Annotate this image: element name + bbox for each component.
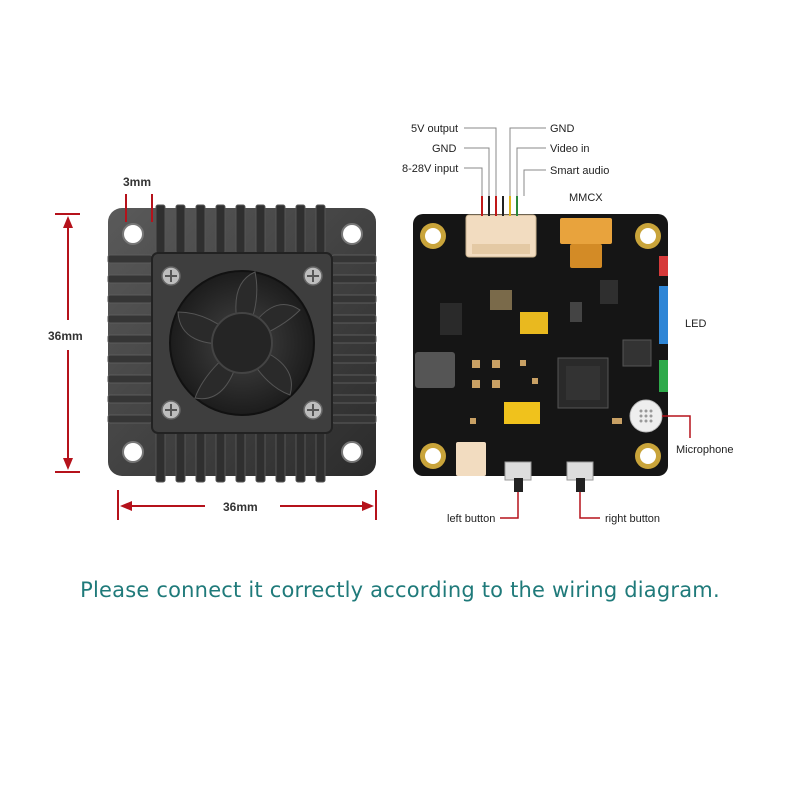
- inductor: [415, 352, 455, 388]
- dimension-width: 36mm: [223, 500, 258, 514]
- led-strip: [659, 256, 668, 392]
- connector-wires: [481, 196, 518, 216]
- label-mmcx: MMCX: [569, 192, 603, 204]
- mmcx-connector: [560, 218, 612, 268]
- label-smart-audio: Smart audio: [550, 165, 609, 177]
- label-left-button: left button: [447, 513, 495, 525]
- heatsink-mount-holes: [122, 223, 363, 463]
- bottom-connector: [456, 442, 486, 476]
- label-gnd-left: GND: [432, 143, 457, 155]
- right-button-icon: [566, 461, 594, 492]
- microphone-icon: [629, 399, 663, 433]
- pcb-body: [413, 214, 668, 476]
- heatsink-right-fins: [331, 254, 377, 424]
- label-video-in: Video in: [550, 143, 590, 155]
- dimension-lines: [55, 194, 377, 520]
- dimension-arrowheads: [63, 216, 374, 511]
- label-led: LED: [685, 318, 706, 330]
- label-input-voltage: 8-28V input: [402, 163, 458, 175]
- label-5v-output: 5V output: [411, 123, 458, 135]
- heatsink-left-fins: [107, 254, 153, 424]
- pcb-mount-holes: [420, 223, 661, 469]
- label-microphone: Microphone: [676, 444, 733, 456]
- pcb-board: [413, 214, 668, 492]
- dimension-fin-gap: 3mm: [123, 175, 151, 189]
- label-gnd-right: GND: [550, 123, 575, 135]
- dimension-height: 36mm: [48, 329, 83, 343]
- pin-leader-lines: [464, 127, 546, 196]
- heatsink-module: [107, 204, 377, 483]
- wiring-caption: Please connect it correctly according to…: [80, 578, 720, 602]
- component-leader-lines: [500, 415, 691, 519]
- heatsink-bottom-fins: [155, 431, 326, 483]
- secondary-chip: [622, 339, 652, 367]
- left-button-icon: [504, 461, 532, 492]
- heatsink-top-fins: [155, 204, 326, 254]
- fan-icon: [169, 270, 315, 416]
- label-right-button: right button: [605, 513, 660, 525]
